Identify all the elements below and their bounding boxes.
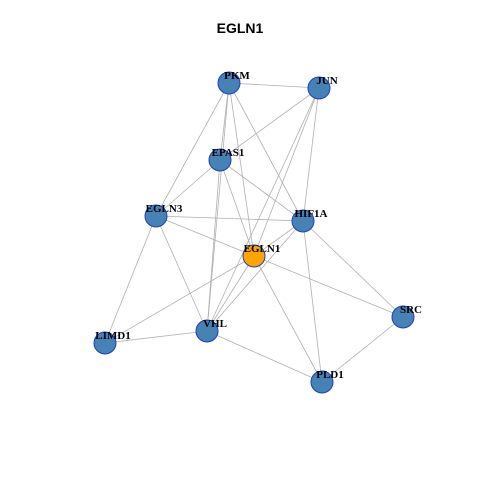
node-circle[interactable] (307, 76, 331, 100)
edge-egln3-hif1a (155, 215, 304, 222)
edge-egln3-vhl (155, 215, 208, 332)
edge-jun-epas1 (219, 87, 320, 161)
edge-pkm-jun (228, 82, 320, 89)
edge-limd1-vhl (104, 330, 208, 344)
node-pld1[interactable]: PLD1 (310, 369, 344, 394)
edge-pkm-egln3 (155, 82, 230, 217)
node-circle[interactable] (242, 244, 266, 268)
node-label: LIMD1 (95, 330, 130, 342)
edge-layer (104, 82, 404, 383)
node-pkm[interactable]: PKM (217, 70, 250, 95)
edge-epas1-hif1a (219, 159, 304, 222)
node-circle[interactable] (291, 209, 315, 233)
edge-jun-hif1a (302, 87, 320, 222)
node-circle[interactable] (93, 331, 117, 355)
node-label: SRC (400, 304, 422, 316)
edge-vhl-pld1 (206, 330, 323, 383)
edge-pkm-hif1a (228, 82, 304, 222)
node-egln1[interactable]: EGLN1 (242, 243, 281, 268)
node-circle[interactable] (144, 204, 168, 228)
node-circle[interactable] (195, 319, 219, 343)
edge-jun-egln1 (253, 87, 320, 257)
node-label: HIF1A (295, 208, 328, 220)
edge-hif1a-vhl (206, 220, 304, 332)
node-label: EPAS1 (212, 147, 245, 159)
edge-egln3-limd1 (104, 215, 157, 344)
edge-egln1-limd1 (104, 255, 255, 344)
node-circle[interactable] (217, 71, 241, 95)
node-label: PLD1 (316, 369, 344, 381)
node-label: PKM (224, 70, 250, 82)
node-egln3[interactable]: EGLN3 (144, 203, 183, 228)
edge-egln1-vhl (206, 255, 255, 332)
edge-egln1-pld1 (253, 255, 323, 383)
diagram-title: EGLN1 (216, 20, 264, 36)
edge-epas1-vhl (206, 159, 221, 332)
edge-hif1a-pld1 (302, 220, 323, 383)
edge-egln3-egln1 (155, 215, 255, 257)
node-epas1[interactable]: EPAS1 (208, 147, 245, 172)
node-jun[interactable]: JUN (307, 75, 338, 100)
node-label: EGLN3 (146, 203, 183, 215)
edge-hif1a-src (302, 220, 404, 318)
edge-pkm-egln1 (228, 82, 255, 257)
edge-pkm-vhl (206, 82, 230, 332)
node-circle[interactable] (310, 370, 334, 394)
edge-epas1-egln1 (219, 159, 255, 257)
node-hif1a[interactable]: HIF1A (291, 208, 328, 233)
edge-epas1-egln3 (155, 159, 221, 217)
edge-jun-vhl (206, 87, 320, 332)
node-circle[interactable] (208, 148, 232, 172)
node-limd1[interactable]: LIMD1 (93, 330, 131, 355)
edge-src-pld1 (321, 316, 404, 383)
node-circle[interactable] (391, 305, 415, 329)
node-vhl[interactable]: VHL (195, 318, 227, 343)
node-src[interactable]: SRC (391, 304, 422, 329)
node-label: JUN (316, 75, 337, 87)
edge-egln1-src (253, 255, 404, 318)
node-label: VHL (203, 318, 227, 330)
node-label: EGLN1 (244, 243, 281, 255)
